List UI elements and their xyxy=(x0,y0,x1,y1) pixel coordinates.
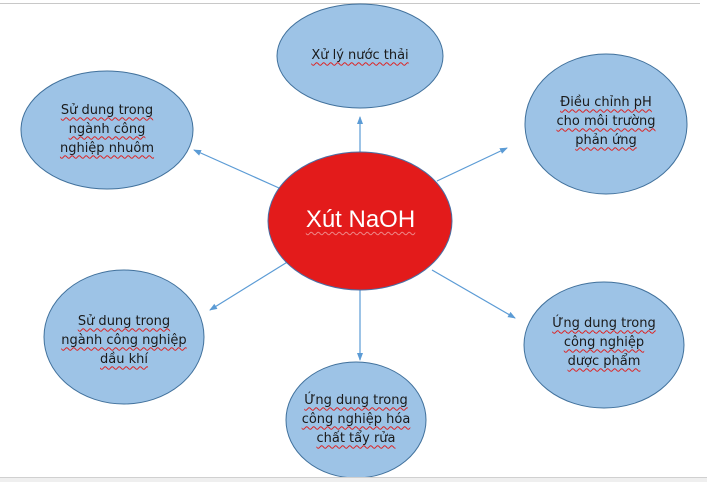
center-node-label: Xút NaOH xyxy=(305,206,416,233)
node-top-left-label: Sử dung trong ngành công nghiệp nhuôm xyxy=(59,102,155,156)
node-top-label: Xử lý nước thải xyxy=(311,47,409,63)
arrow-to-top-right xyxy=(436,147,508,182)
center-node-shape[interactable] xyxy=(267,151,453,291)
node-top-shape[interactable] xyxy=(276,3,444,109)
node-top-right-label: Điều chỉnh pH cho môi trường phản ứng xyxy=(556,94,656,148)
page-bottom-border xyxy=(0,477,707,482)
node-top-left-shape[interactable] xyxy=(20,70,194,190)
arrow-to-bottom-right xyxy=(431,269,516,319)
node-bottom-right-shape[interactable] xyxy=(523,281,685,409)
node-top-right-shape[interactable] xyxy=(524,53,688,195)
page-top-border xyxy=(0,3,700,4)
node-bottom-right-label: Ứng dung trong công nghiệp dược phẩm xyxy=(552,315,656,369)
node-bottom-left-label: Sử dung trong ngành công nghiệp dầu khí xyxy=(61,313,187,367)
arrow-to-top-left xyxy=(193,149,280,189)
arrow-to-bottom-left xyxy=(209,260,290,311)
node-bottom-label: Ứng dung trong công nghiệp hóa chất tẩy … xyxy=(301,392,411,446)
node-bottom-left-shape[interactable] xyxy=(43,269,205,405)
